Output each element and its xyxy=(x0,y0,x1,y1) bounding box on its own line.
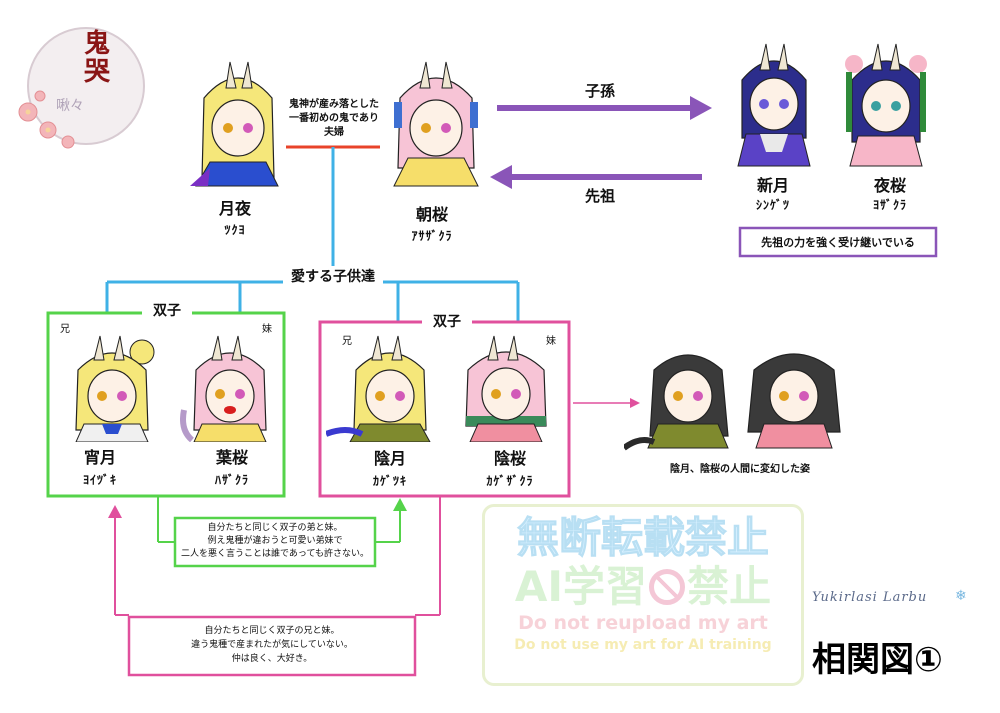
portrait-yozakura xyxy=(836,42,936,168)
kana-kagezakura: ｶｹﾞｻﾞｸﾗ xyxy=(486,474,534,488)
signature: Yukirlasi Larbu xyxy=(812,590,928,605)
portrait-kagetsuki xyxy=(324,330,444,443)
kana-yoizuki: ﾖｲﾂﾞｷ xyxy=(82,473,117,487)
label-ancestor: 先祖 xyxy=(584,187,615,205)
ancestor-arrow xyxy=(490,165,702,189)
twins-left-younger: 妹 xyxy=(262,324,272,335)
name-yoizuki: 宵月 xyxy=(83,448,116,467)
pink-arrowhead xyxy=(108,505,122,518)
twins-right-label: 双子 xyxy=(422,311,472,331)
logo-title: 鬼哭 xyxy=(84,29,111,87)
green-arrowhead xyxy=(393,498,407,511)
name-asazakura: 朝桜 xyxy=(415,205,448,224)
transform-note: 陰月、陰桜の人間に変幻した姿 xyxy=(670,464,810,475)
green-relation-box xyxy=(173,516,377,568)
pink-relation-line: 自分たちと同じく双子の兄と妹。 xyxy=(204,626,340,636)
watermark-line3: Do not reupload my art xyxy=(518,612,768,634)
kana-hazakura: ﾊｻﾞｸﾗ xyxy=(214,473,249,487)
transform-arrow xyxy=(573,398,640,408)
ancestor-note: 先祖の力を強く受け継いでいる xyxy=(761,236,915,249)
green-relation-connector xyxy=(157,497,401,543)
couple-note: 鬼神が産み落とした 一番初めの鬼であり 夫婦 xyxy=(278,98,390,140)
logo-subtitle: 啾々 xyxy=(56,98,84,114)
couple-note-line: 鬼神が産み落とした xyxy=(289,99,379,110)
label-descendant: 子孫 xyxy=(584,82,615,100)
green-relation-note: 自分たちと同じく双子の弟と妹。 例え鬼種が違おうと可愛い弟妹で 二人を悪く言うこ… xyxy=(175,522,375,561)
name-tsukuyo: 月夜 xyxy=(218,199,251,218)
twins-right-elder: 兄 xyxy=(342,336,352,347)
portrait-asazakura xyxy=(386,58,486,188)
watermark: 無断転載禁止 AI学習禁止 Do not reupload my art Do … xyxy=(482,504,804,686)
portrait-kagezakura-human xyxy=(742,336,846,452)
pink-relation-line: 仲は良く、大好き。 xyxy=(231,654,313,664)
green-relation-line: 例え鬼種が違おうと可愛い弟妹で xyxy=(207,536,343,546)
logo: 鬼哭 啾々 xyxy=(12,12,152,152)
diagram-title: 相関図① xyxy=(812,640,943,680)
kana-shingetsu: ｼﾝｹﾞﾂ xyxy=(755,198,790,212)
watermark-line4: Do not use my art for AI training xyxy=(514,637,772,653)
ancestor-note-box xyxy=(738,226,938,258)
pink-relation-connector xyxy=(114,497,441,616)
logo-badge xyxy=(18,27,145,149)
kana-tsukuyo: ﾂｸﾖ xyxy=(224,223,246,237)
watermark-ai-text: AI学習 xyxy=(514,562,648,611)
portrait-kagetsuki-human xyxy=(622,336,740,452)
pink-relation-note: 自分たちと同じく双子の兄と妹。 違う鬼種で産まれたが気にしていない。 仲は良く、… xyxy=(129,624,415,666)
name-hazakura: 葉桜 xyxy=(215,448,248,467)
couple-note-line: 一番初めの鬼であり xyxy=(289,113,379,124)
children-label: 愛する子供達 xyxy=(283,266,383,286)
kana-asazakura: ｱｻｻﾞｸﾗ xyxy=(411,229,453,243)
portrait-hazakura xyxy=(180,330,280,443)
name-kagezakura: 陰桜 xyxy=(493,449,526,468)
name-yozakura: 夜桜 xyxy=(873,176,906,195)
name-shingetsu: 新月 xyxy=(756,176,789,195)
no-symbol-icon xyxy=(649,569,686,605)
twins-left-label: 双子 xyxy=(142,300,192,320)
snowflake-icon: ❄ xyxy=(955,588,967,604)
twins-right-younger: 妹 xyxy=(546,336,556,347)
pink-relation-line: 違う鬼種で産まれたが気にしていない。 xyxy=(191,640,353,650)
portrait-shingetsu xyxy=(726,42,822,168)
kana-kagetsuki: ｶｹﾞﾂｷ xyxy=(372,474,407,488)
watermark-line2: AI学習禁止 xyxy=(485,563,801,611)
name-kagetsuki: 陰月 xyxy=(373,449,406,468)
green-relation-line: 自分たちと同じく双子の弟と妹。 xyxy=(207,523,343,533)
pink-relation-box xyxy=(127,615,417,677)
portrait-kagezakura xyxy=(456,330,556,443)
kana-yozakura: ﾖｻﾞｸﾗ xyxy=(872,198,907,212)
portrait-yoizuki xyxy=(62,330,162,443)
descendant-arrow xyxy=(497,96,712,120)
watermark-line1: 無断転載禁止 xyxy=(516,513,769,563)
twins-left-elder: 兄 xyxy=(60,324,70,335)
green-relation-line: 二人を悪く言うことは誰であっても許さない。 xyxy=(180,549,369,559)
couple-note-line: 夫婦 xyxy=(324,127,344,138)
portrait-tsukuyo xyxy=(190,58,286,188)
watermark-ban-text: 禁止 xyxy=(687,562,772,611)
